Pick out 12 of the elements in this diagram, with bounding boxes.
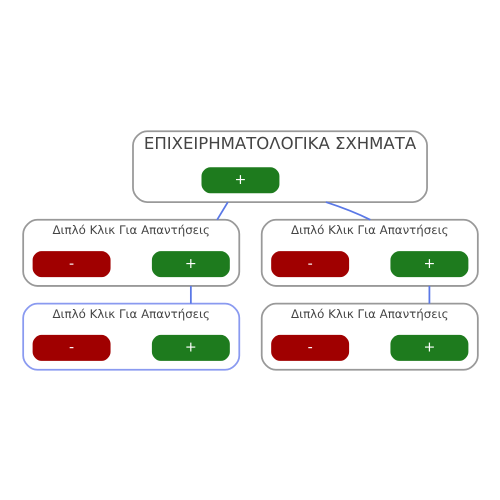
node-box: + (390, 250, 468, 277)
node-box: - (32, 250, 110, 277)
connector (216, 201, 228, 220)
node-box: + (390, 334, 468, 360)
connector (428, 285, 430, 304)
node-box: - (32, 334, 110, 360)
node-box: - (270, 250, 349, 277)
connector (189, 285, 192, 304)
node-box: + (201, 166, 279, 193)
node-box: - (270, 334, 349, 360)
node-box: + (151, 250, 230, 277)
node-box: + (151, 334, 230, 360)
